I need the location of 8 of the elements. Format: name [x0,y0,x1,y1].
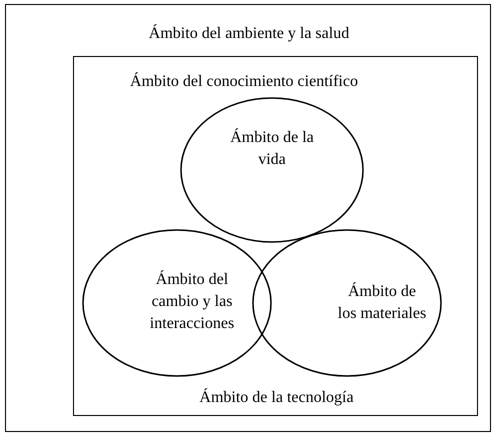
inner-frame [73,56,478,416]
frame-title: Ámbito del ambiente y la salud [148,23,350,44]
outer-frame [5,4,491,432]
circle-label: Ámbito de la vida [229,127,315,170]
frame-caption: Ámbito de la tecnología [198,387,355,408]
circle-label: Ámbito del cambio y las interacciones [148,269,236,334]
frame-title: Ámbito del conocimiento científico [129,71,359,92]
circle-label: Ámbito de los materiales [337,281,427,324]
